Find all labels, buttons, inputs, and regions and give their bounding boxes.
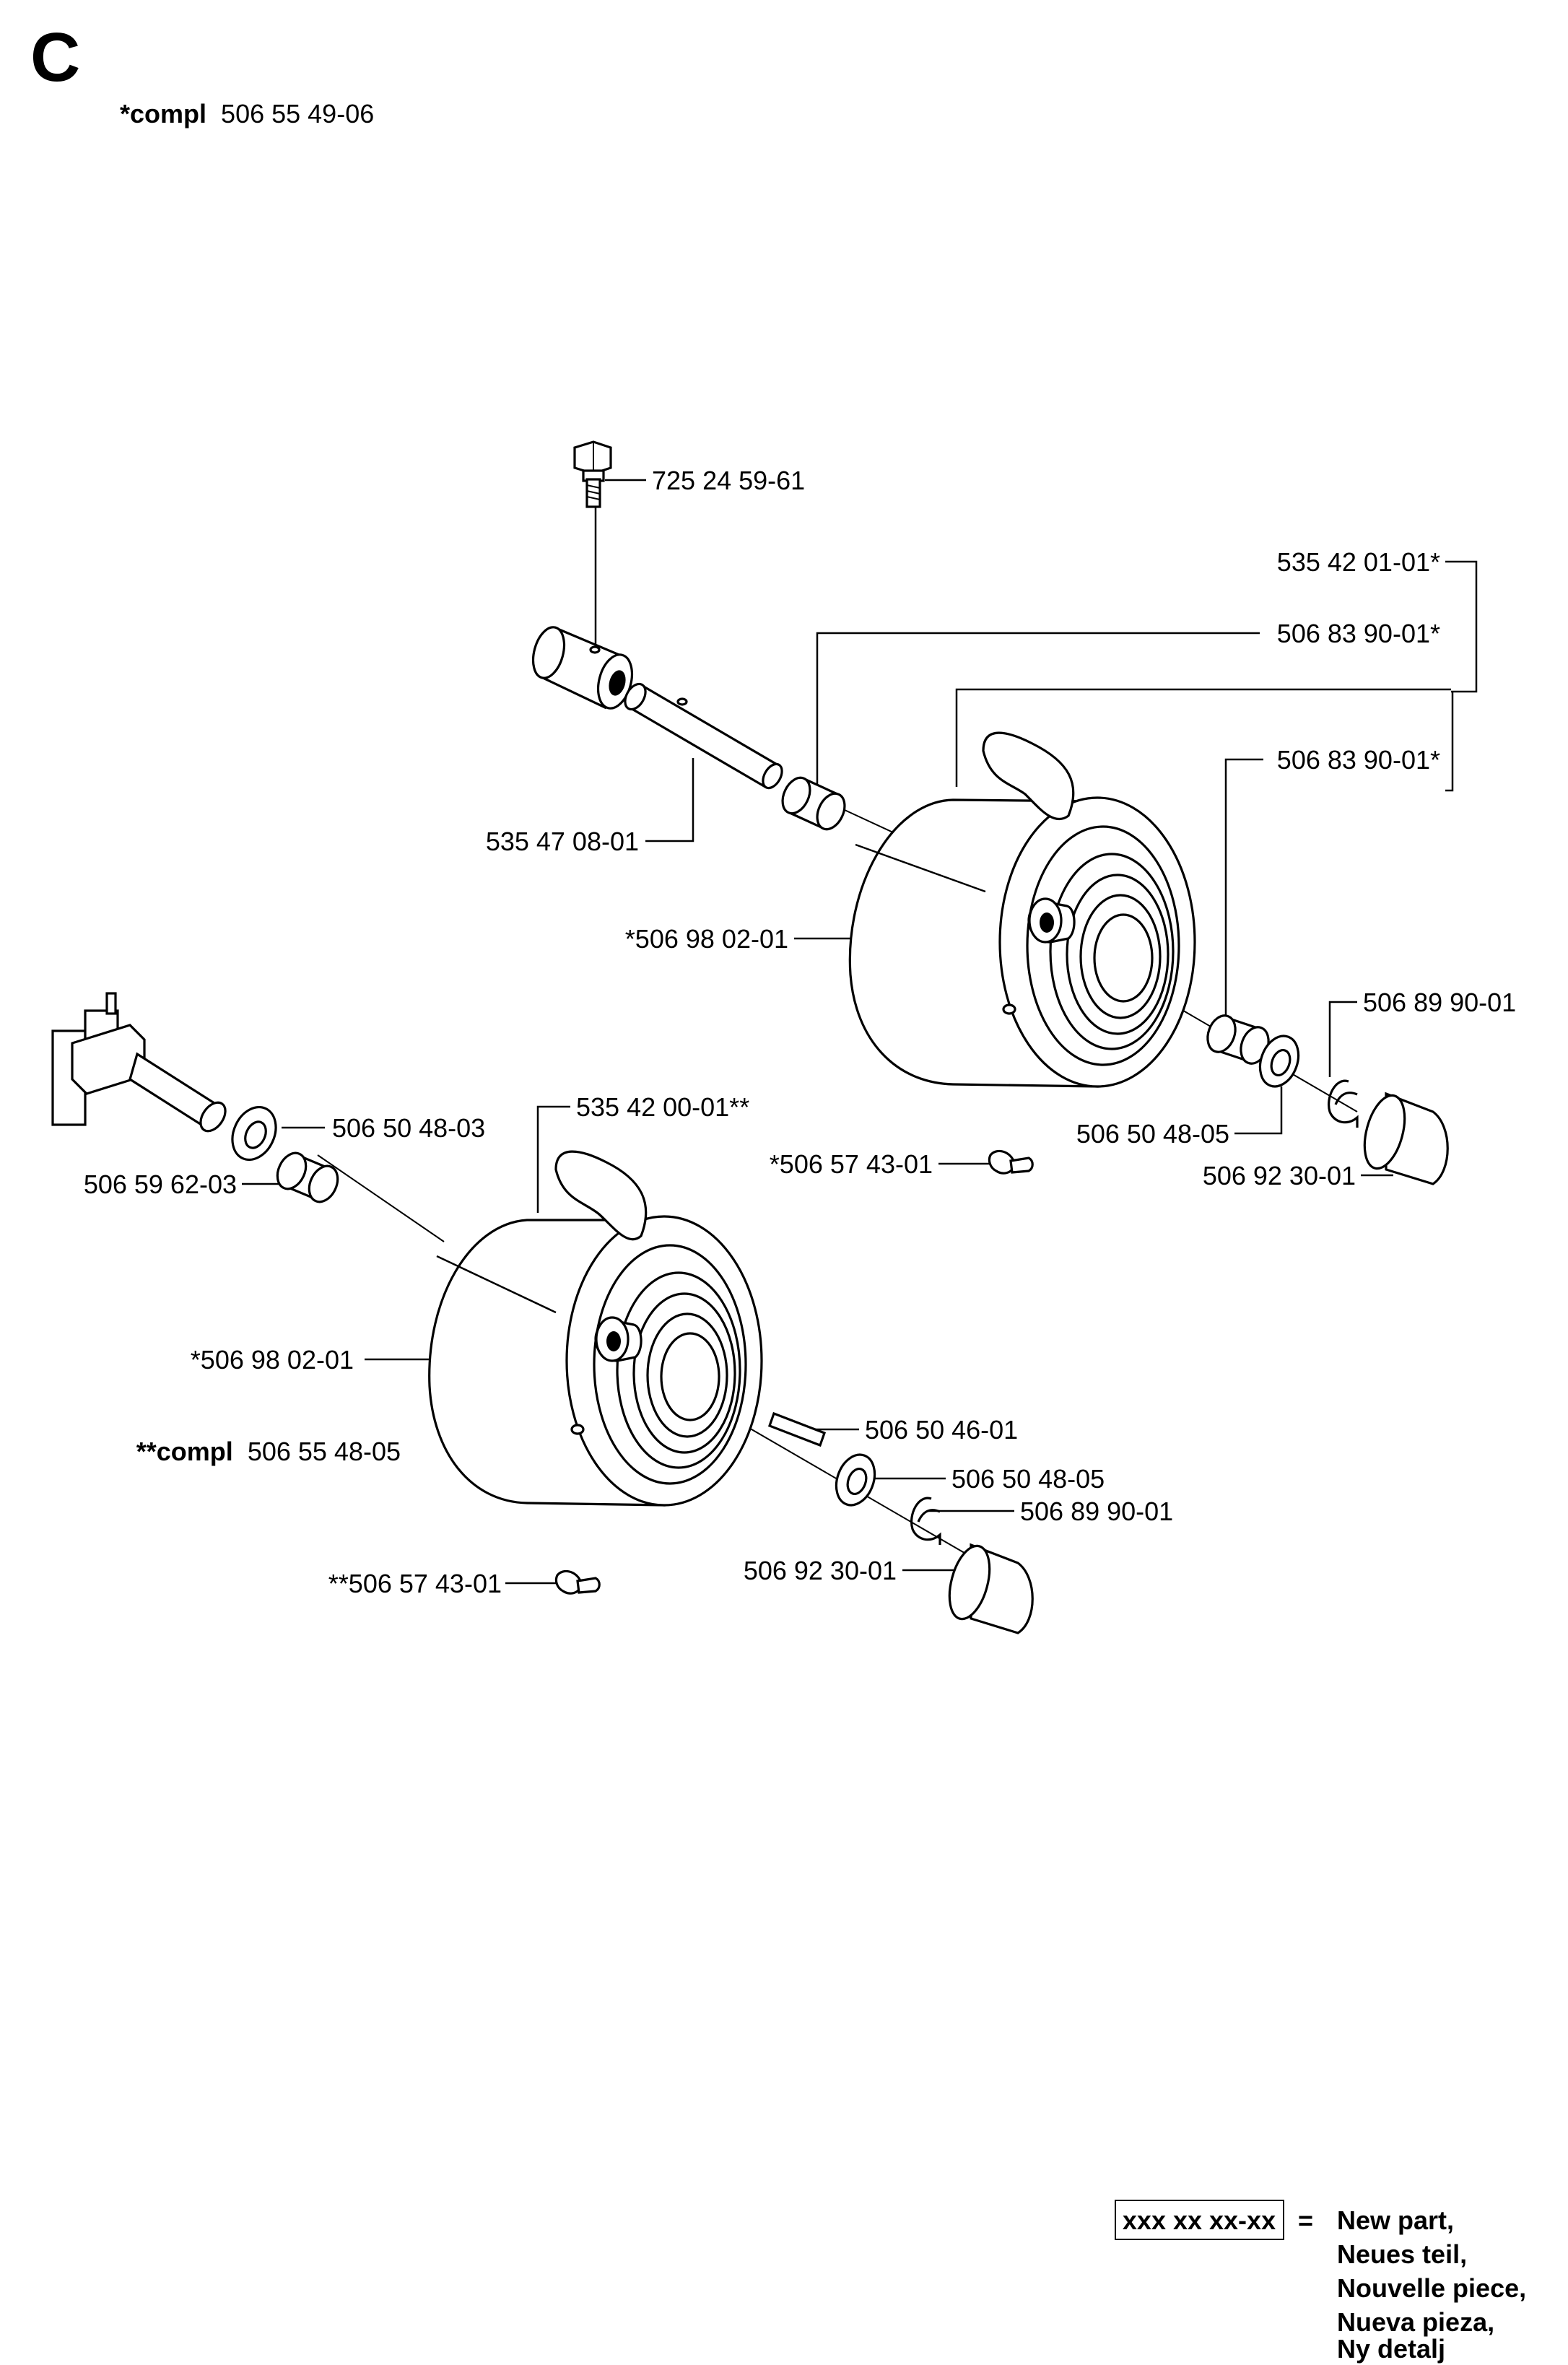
lower-cap — [948, 1543, 1034, 1634]
label-bolt: 725 24 59-61 — [652, 466, 805, 495]
label-upper-kit: 535 42 01-01* — [1277, 547, 1440, 577]
legend-equals: = — [1298, 2205, 1313, 2235]
bolt-725-24-59-61 — [573, 440, 612, 508]
label-lower-valve: **506 57 43-01 — [328, 1569, 502, 1598]
label-upper-clip: 506 89 90-01 — [1363, 988, 1516, 1017]
legend-line-3: Nouvelle piece, — [1337, 2273, 1526, 2303]
label-upper-axle: 535 47 08-01 — [486, 827, 639, 856]
label-upper-bushing-outer: 506 83 90-01* — [1277, 745, 1440, 775]
label-lower-washer-inner: 506 50 48-03 — [332, 1113, 485, 1143]
lower-washer-inner — [231, 1105, 277, 1162]
label-upper-washer: 506 50 48-05 — [1076, 1119, 1229, 1149]
legend-line-5: Ny detalj — [1337, 2334, 1445, 2364]
upper-clip — [1328, 1079, 1359, 1128]
lower-assembly-note: **compl 506 55 48-05 — [136, 1437, 401, 1466]
legend-sample-box — [1115, 2200, 1284, 2240]
lower-wheel — [428, 1150, 763, 1507]
lower-washer-outer — [835, 1453, 876, 1507]
legend-sample: xxx xx xx-xx — [1123, 2205, 1276, 2235]
label-lower-bushing: 506 59 62-03 — [84, 1170, 237, 1199]
part-labels: 725 24 59-61 535 42 01-01* 506 83 90-01*… — [84, 466, 1516, 1598]
lower-clip — [910, 1497, 941, 1545]
upper-assembly-number: 506 55 49-06 — [221, 99, 374, 129]
label-lower-cap: 506 92 30-01 — [744, 1556, 897, 1585]
upper-wheel — [848, 731, 1196, 1088]
lower-bushing — [276, 1151, 339, 1203]
label-upper-cap: 506 92 30-01 — [1203, 1161, 1356, 1190]
label-lower-key: 506 50 46-01 — [865, 1415, 1018, 1445]
leader-lines — [242, 479, 1478, 1585]
label-upper-valve: *506 57 43-01 — [770, 1149, 933, 1179]
upper-inner-bushing — [781, 776, 846, 831]
legend: xxx xx xx-xx = New part, Neues teil, Nou… — [1115, 2200, 1526, 2364]
label-lower-washer-outer: 506 50 48-05 — [951, 1464, 1105, 1494]
upper-valve — [988, 1149, 1034, 1175]
legend-line-1: New part, — [1337, 2205, 1454, 2235]
upper-cap — [1363, 1092, 1449, 1185]
legend-line-4: Nueva pieza, — [1337, 2307, 1494, 2337]
label-lower-clip: 506 89 90-01 — [1020, 1497, 1173, 1526]
axle-bracket — [51, 992, 227, 1133]
upper-washer — [1258, 1035, 1300, 1088]
lower-key — [767, 1411, 827, 1447]
legend-line-2: Neues teil, — [1337, 2239, 1467, 2269]
label-lower-wheel: *506 98 02-01 — [191, 1345, 354, 1375]
lower-assembly-number: 506 55 48-05 — [248, 1437, 401, 1466]
lower-valve — [554, 1569, 601, 1595]
label-upper-wheel: *506 98 02-01 — [625, 924, 788, 954]
upper-assembly-prefix: *compl — [120, 99, 206, 129]
upper-axle-535-47-08-01 — [624, 682, 783, 790]
upper-assembly-note: *compl 506 55 49-06 — [120, 99, 374, 129]
label-lower-kit: 535 42 00-01** — [576, 1092, 749, 1122]
section-letter: C — [30, 19, 80, 96]
pivot-sleeve — [531, 626, 634, 710]
lower-assembly-prefix: **compl — [136, 1437, 233, 1466]
label-upper-bushing-inner: 506 83 90-01* — [1277, 619, 1440, 648]
